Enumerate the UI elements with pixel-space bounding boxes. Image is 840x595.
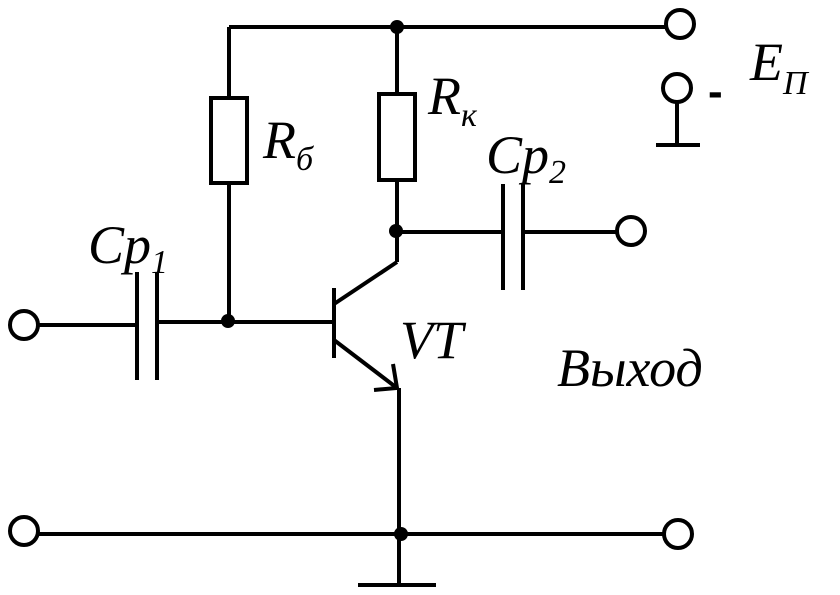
supply-voltage-label: EП <box>749 32 810 102</box>
cp1-label: Cp1 <box>88 215 168 281</box>
terminal-bottom-right <box>662 518 694 550</box>
transistor-collector <box>332 260 399 306</box>
cp1-label-main: Cp <box>88 215 151 275</box>
terminal-output <box>615 215 647 247</box>
node-ground <box>394 527 408 541</box>
collector-resistor <box>377 92 417 182</box>
rb-label: Rб <box>262 110 315 178</box>
node-base <box>221 314 235 328</box>
terminal-bottom-left <box>8 515 40 547</box>
node-top-rail <box>390 20 404 34</box>
rk-label: Rк <box>427 66 478 134</box>
terminal-supply <box>661 72 693 104</box>
supply-polarity-label: - <box>708 67 723 116</box>
rk-label-sub: к <box>461 97 478 134</box>
rb-label-sub: б <box>296 141 315 178</box>
cp1-label-sub: 1 <box>151 244 168 281</box>
transistor-emitter <box>332 338 399 390</box>
terminal-input <box>8 309 40 341</box>
supply-voltage-sub: П <box>782 65 810 102</box>
cp2-label-main: Cp <box>486 125 549 185</box>
transistor-label: VT <box>400 310 467 370</box>
terminal-top-right <box>664 8 696 40</box>
base-resistor <box>209 96 249 185</box>
output-label: Выход <box>557 338 703 398</box>
node-collector <box>389 224 403 238</box>
rk-label-main: R <box>427 66 461 126</box>
cp2-label: Cp2 <box>486 125 566 191</box>
rb-label-main: R <box>262 110 296 170</box>
cp2-label-sub: 2 <box>549 154 566 191</box>
supply-voltage-main: E <box>749 32 783 92</box>
